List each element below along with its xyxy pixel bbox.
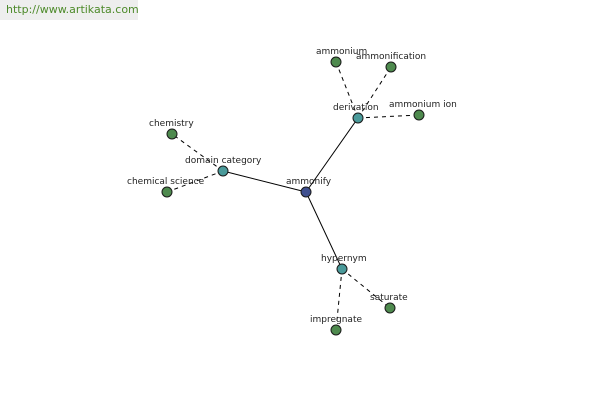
watermark-url: http://www.artikata.com (0, 0, 139, 20)
node-chemistry[interactable] (166, 128, 178, 140)
edge-domain_category-chemistry (171, 133, 224, 172)
edge-derivation-ammonium_ion (357, 114, 420, 119)
node-chemical-science[interactable] (161, 186, 173, 198)
node-hypernym[interactable] (336, 263, 348, 275)
node-ammonification[interactable] (385, 61, 397, 73)
edge-ammonify-domain_category (222, 170, 307, 193)
label-hypernym: hypernym (321, 254, 367, 264)
edge-domain_category-chemical_science (166, 170, 224, 193)
graph-edges (166, 61, 420, 331)
node-ammonium[interactable] (330, 56, 342, 68)
edge-hypernym-impregnate (335, 268, 343, 331)
node-saturate[interactable] (384, 302, 396, 314)
node-derivation[interactable] (352, 112, 364, 124)
node-impregnate[interactable] (330, 324, 342, 336)
label-ammonification: ammonification (356, 52, 426, 62)
edge-hypernym-saturate (341, 268, 391, 309)
edge-ammonify-derivation (305, 117, 359, 193)
node-ammonify[interactable] (300, 186, 312, 198)
label-ammonium-ion: ammonium ion (389, 100, 457, 110)
graph-labels: ammonify derivation domain category hyperny… (127, 47, 457, 325)
label-ammonify: ammonify (286, 177, 332, 187)
edge-ammonify-hypernym (305, 191, 343, 270)
node-ammonium-ion[interactable] (413, 109, 425, 121)
graph-nodes (161, 56, 425, 336)
edge-derivation-ammonium (335, 61, 359, 119)
label-domain-category: domain category (185, 156, 262, 166)
label-chemistry: chemistry (149, 119, 194, 129)
edge-derivation-ammonification (357, 66, 392, 119)
label-chemical-science: chemical science (127, 177, 205, 187)
label-ammonium: ammonium (316, 47, 367, 57)
label-derivation: derivation (333, 103, 379, 113)
node-domain-category[interactable] (217, 165, 229, 177)
label-saturate: saturate (370, 293, 408, 303)
label-impregnate: impregnate (310, 315, 362, 325)
